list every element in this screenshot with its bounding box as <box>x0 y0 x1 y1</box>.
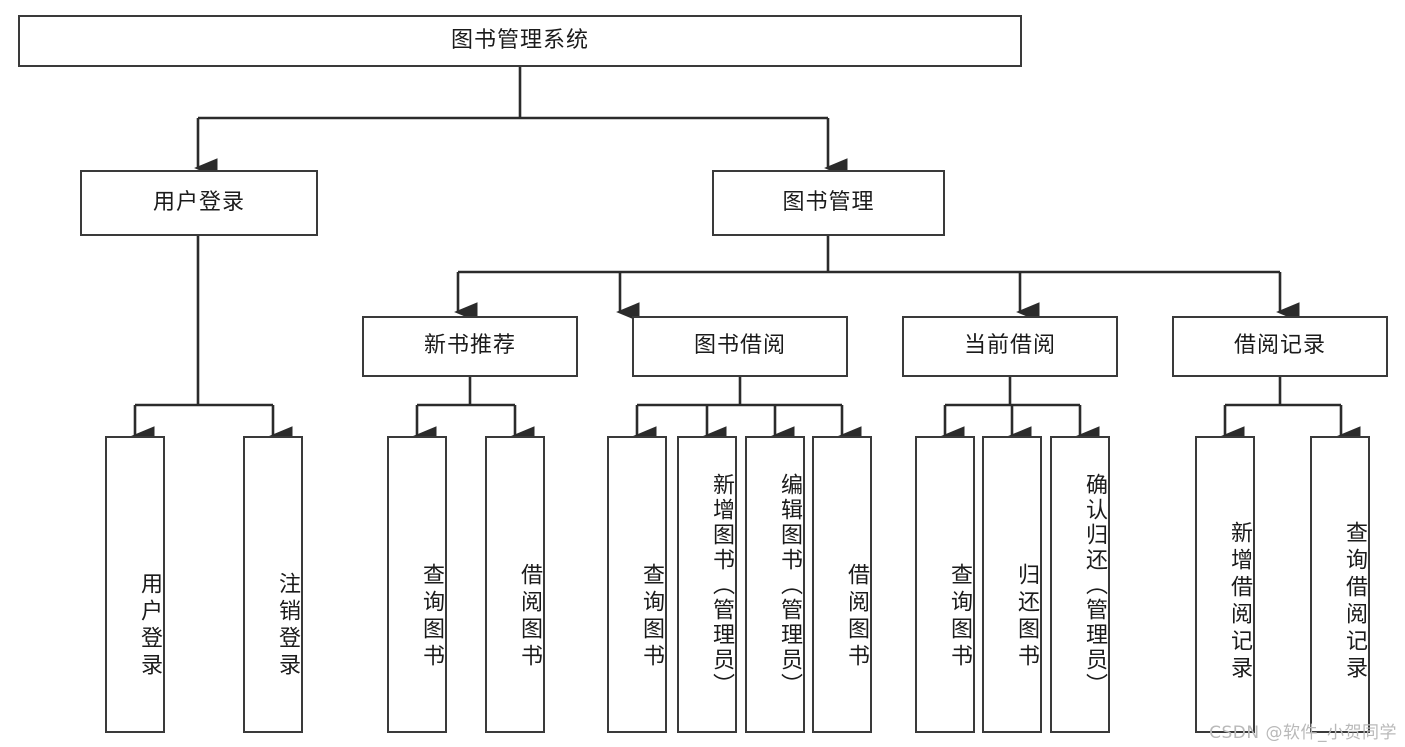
node-label: 用户登录 <box>137 571 162 680</box>
node-label: 图书借阅 <box>693 333 786 359</box>
node-label: 借阅图书 <box>517 562 542 671</box>
node-root-system[interactable]: 图书管理系统 <box>18 15 1022 67</box>
leaf-user-login-login[interactable]: 用户登录 <box>105 436 165 733</box>
leaf-current-borrow-query-book[interactable]: 查询图书 <box>915 436 975 733</box>
node-label: 查询图书 <box>419 562 444 671</box>
leaf-book-borrow-edit-book-admin[interactable]: 编辑图书（管理员） <box>745 436 805 733</box>
node-borrow-record[interactable]: 借阅记录 <box>1172 316 1388 377</box>
node-user-login[interactable]: 用户登录 <box>80 170 318 236</box>
leaf-user-login-logout[interactable]: 注销登录 <box>243 436 303 733</box>
node-label: 确认归还（管理员） <box>1082 473 1107 698</box>
node-label: 新增图书（管理员） <box>709 473 734 698</box>
leaf-current-borrow-return-book[interactable]: 归还图书 <box>982 436 1042 733</box>
node-label: 查询图书 <box>639 562 664 671</box>
leaf-new-book-borrow-book[interactable]: 借阅图书 <box>485 436 545 733</box>
leaf-book-borrow-borrow-book[interactable]: 借阅图书 <box>812 436 872 733</box>
node-label: 图书管理系统 <box>450 27 589 53</box>
node-label: 用户登录 <box>152 189 245 215</box>
node-label: 当前借阅 <box>963 333 1056 359</box>
csdn-watermark: CSDN @软件_小贺同学 <box>1209 723 1397 743</box>
node-label: 注销登录 <box>275 571 300 680</box>
node-label: 借阅图书 <box>844 562 869 671</box>
leaf-current-borrow-confirm-return-admin[interactable]: 确认归还（管理员） <box>1050 436 1110 733</box>
node-book-borrow[interactable]: 图书借阅 <box>632 316 848 377</box>
leaf-book-borrow-query-book[interactable]: 查询图书 <box>607 436 667 733</box>
node-label: 归还图书 <box>1014 562 1039 671</box>
node-label: 查询借阅记录 <box>1342 520 1367 683</box>
node-new-book-recommend[interactable]: 新书推荐 <box>362 316 578 377</box>
node-label: 借阅记录 <box>1233 333 1326 359</box>
node-label: 编辑图书（管理员） <box>777 473 802 698</box>
node-label: 图书管理 <box>782 189 875 215</box>
node-book-management[interactable]: 图书管理 <box>712 170 945 236</box>
node-label: 新增借阅记录 <box>1227 520 1252 683</box>
leaf-new-book-query-book[interactable]: 查询图书 <box>387 436 447 733</box>
leaf-book-borrow-add-book-admin[interactable]: 新增图书（管理员） <box>677 436 737 733</box>
leaf-borrow-record-add-record[interactable]: 新增借阅记录 <box>1195 436 1255 733</box>
node-label: 查询图书 <box>947 562 972 671</box>
leaf-borrow-record-query-record[interactable]: 查询借阅记录 <box>1310 436 1370 733</box>
node-label: 新书推荐 <box>423 333 516 359</box>
node-current-borrow[interactable]: 当前借阅 <box>902 316 1118 377</box>
